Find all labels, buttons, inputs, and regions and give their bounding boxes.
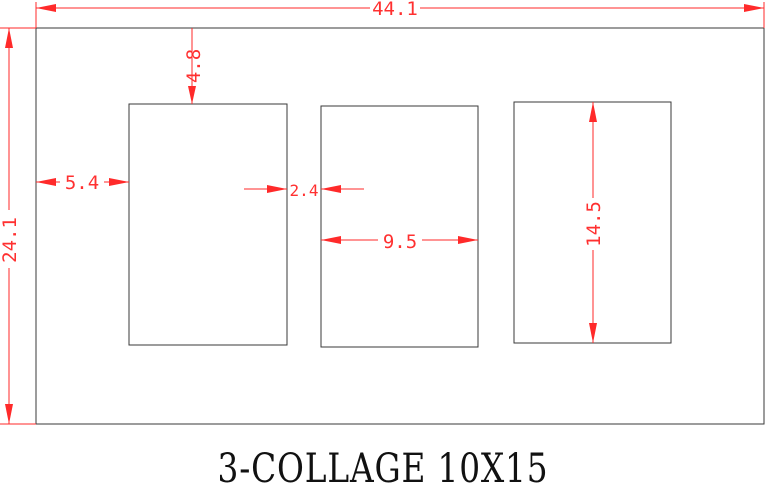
total-width-label: 44.1 <box>372 0 418 20</box>
opening-1 <box>128 103 288 346</box>
mat-outline <box>35 27 765 425</box>
total-height-dimension: 24.1 <box>0 27 36 425</box>
opening-width-label: 9.5 <box>383 231 417 253</box>
opening-width-dimension: 9.5 <box>321 228 478 253</box>
total-height-label: 24.1 <box>0 217 21 263</box>
gap-dimension: 2.4 <box>244 181 364 200</box>
top-margin-dimension: 4.8 <box>183 28 205 104</box>
opening-height-label: 14.5 <box>583 201 605 247</box>
top-margin-label: 4.8 <box>183 49 205 83</box>
gap-label: 2.4 <box>290 181 319 200</box>
opening-height-dimension: 14.5 <box>582 102 605 343</box>
left-margin-label: 5.4 <box>65 172 99 194</box>
opening-2 <box>320 105 479 348</box>
drawing-title: 3-COLLAGE 10X15 <box>217 446 549 492</box>
left-margin-dimension: 5.4 <box>36 170 129 194</box>
total-width-dimension: 44.1 <box>35 0 765 28</box>
